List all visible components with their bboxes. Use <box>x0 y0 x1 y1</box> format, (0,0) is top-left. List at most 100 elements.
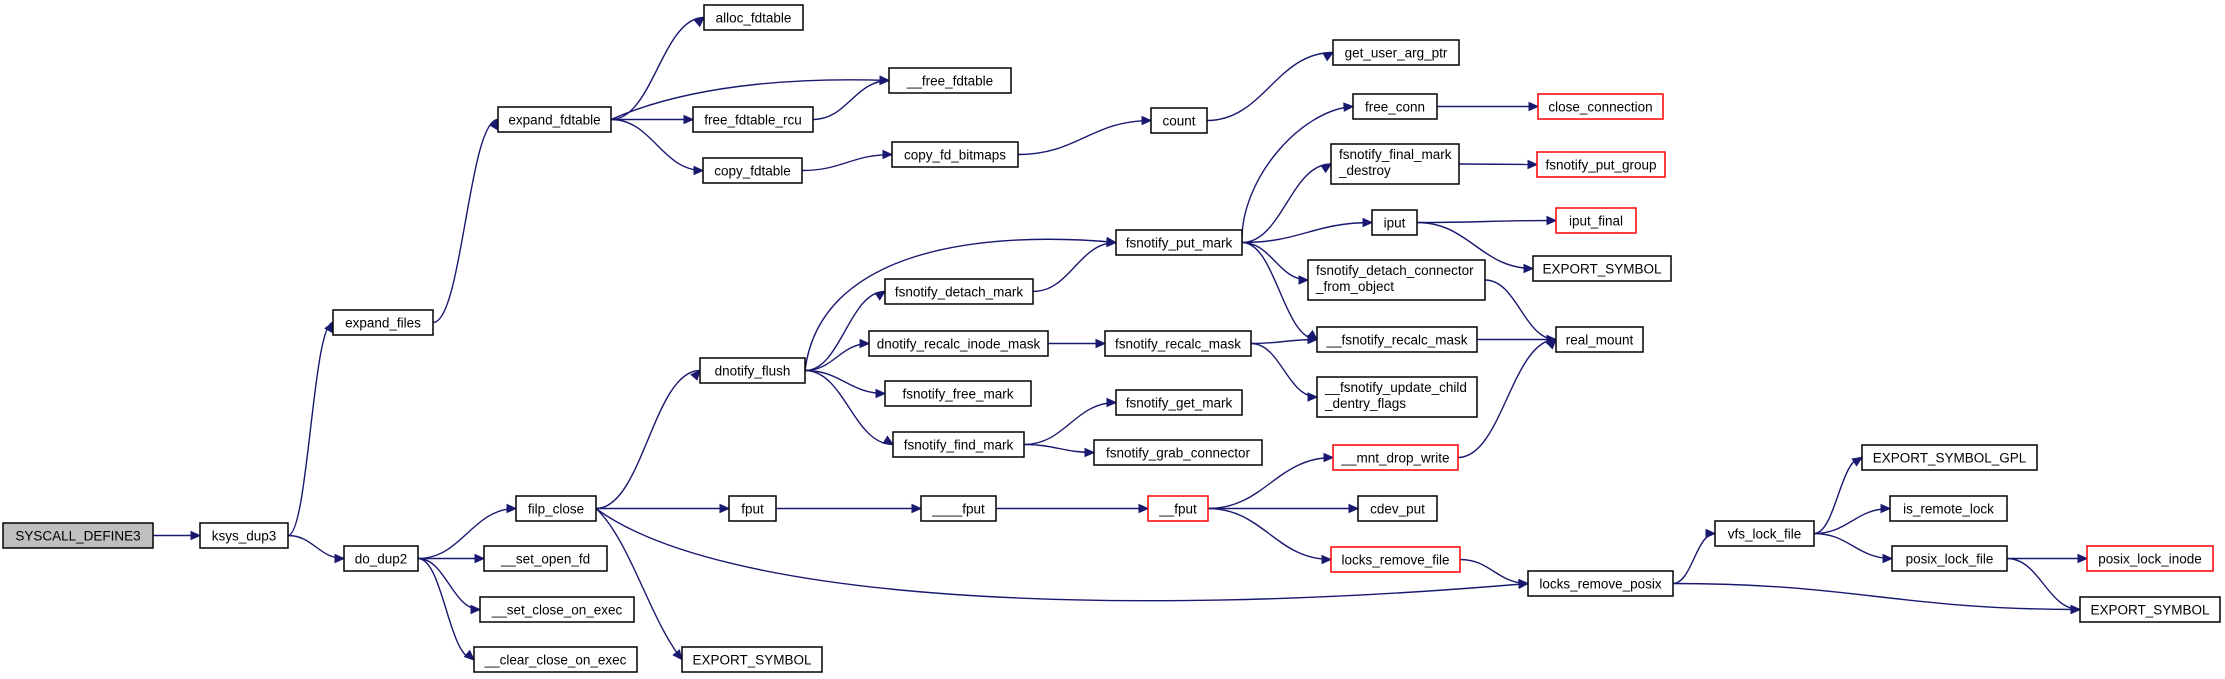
node-box[interactable] <box>1889 495 2008 522</box>
node-clear-close-on-exec[interactable]: __clear_close_on_exec <box>473 646 638 673</box>
node-iput[interactable]: iput <box>1371 209 1418 236</box>
node-locks-remove-posix[interactable]: locks_remove_posix <box>1527 570 1674 597</box>
node-box[interactable] <box>1537 93 1664 120</box>
node-box[interactable] <box>1527 570 1674 597</box>
node-posix-lock-inode[interactable]: posix_lock_inode <box>2086 545 2214 572</box>
node-box[interactable] <box>1352 93 1438 120</box>
node-box[interactable] <box>1555 326 1644 353</box>
node-box[interactable] <box>920 495 997 522</box>
node-fsnotify-detach-mark[interactable]: fsnotify_detach_mark <box>884 278 1034 305</box>
node-cdev-put[interactable]: cdev_put <box>1357 495 1438 522</box>
node-iput-final[interactable]: iput_final <box>1555 207 1637 234</box>
node-box[interactable] <box>868 330 1049 357</box>
node-fsnotify-recalc-mask[interactable]: __fsnotify_recalc_mask <box>1316 326 1478 353</box>
node-box[interactable] <box>1714 520 1815 547</box>
node-dnotify-recalc-inode-mask[interactable]: dnotify_recalc_inode_mask <box>868 330 1049 357</box>
node-posix-lock-file[interactable]: posix_lock_file <box>1891 545 2008 572</box>
node-box[interactable] <box>1316 376 1478 418</box>
node-syscall-define3[interactable]: SYSCALL_DEFINE3 <box>2 522 154 549</box>
node-box[interactable] <box>1861 444 2038 471</box>
node-box[interactable] <box>1150 107 1208 134</box>
node-box[interactable] <box>1332 39 1460 66</box>
node-is-remote-lock[interactable]: is_remote_lock <box>1889 495 2008 522</box>
node-copy-fdtable[interactable]: copy_fdtable <box>702 157 803 184</box>
node-box[interactable] <box>703 4 804 31</box>
node-fsnotify-final-mark-destroy[interactable]: fsnotify_final_mark_destroy <box>1330 143 1460 185</box>
node-box[interactable] <box>479 596 635 623</box>
node-box[interactable] <box>1147 495 1209 522</box>
node-box[interactable] <box>483 545 608 572</box>
node-free-fdtable[interactable]: __free_fdtable <box>888 67 1012 94</box>
node-box[interactable] <box>2079 596 2221 623</box>
node-box[interactable] <box>515 495 597 522</box>
node-free-fdtable-rcu[interactable]: free_fdtable_rcu <box>692 106 814 133</box>
node-do-dup2[interactable]: do_dup2 <box>343 545 419 572</box>
node-box[interactable] <box>1330 143 1460 185</box>
node-box[interactable] <box>1536 151 1666 178</box>
node-box[interactable] <box>2086 545 2214 572</box>
node-box[interactable] <box>473 646 638 673</box>
node-fput[interactable]: ____fput <box>920 495 997 522</box>
node-set-close-on-exec[interactable]: __set_close_on_exec <box>479 596 635 623</box>
node-box[interactable] <box>1555 207 1637 234</box>
node-export-symbol-2[interactable]: EXPORT_SYMBOL <box>1532 255 1672 282</box>
node-fsnotify-grab-connector[interactable]: fsnotify_grab_connector <box>1093 439 1263 466</box>
node-fsnotify-update-child-dentry-flags[interactable]: __fsnotify_update_child_dentry_flags <box>1316 376 1478 418</box>
node-expand-fdtable[interactable]: expand_fdtable <box>497 106 612 133</box>
node-copy-fd-bitmaps[interactable]: copy_fd_bitmaps <box>891 141 1019 168</box>
node-box[interactable] <box>681 646 823 673</box>
node-box[interactable] <box>891 141 1019 168</box>
node-box[interactable] <box>1307 259 1486 301</box>
node-box[interactable] <box>1316 326 1478 353</box>
node-vfs-lock-file[interactable]: vfs_lock_file <box>1714 520 1815 547</box>
node-box[interactable] <box>332 309 434 336</box>
node-box[interactable] <box>1330 546 1461 573</box>
node-box[interactable] <box>702 157 803 184</box>
node-fsnotify-detach-connector-from-object[interactable]: fsnotify_detach_connector_from_object <box>1307 259 1486 301</box>
node-expand-files[interactable]: expand_files <box>332 309 434 336</box>
node-ksys-dup3[interactable]: ksys_dup3 <box>199 522 289 549</box>
node-fsnotify-free-mark[interactable]: fsnotify_free_mark <box>884 380 1032 407</box>
node-fput[interactable]: __fput <box>1147 495 1209 522</box>
node-box[interactable] <box>1104 330 1252 357</box>
node-export-symbol-1[interactable]: EXPORT_SYMBOL <box>681 646 823 673</box>
node-box[interactable] <box>884 278 1034 305</box>
node-close-connection[interactable]: close_connection <box>1537 93 1664 120</box>
node-fput[interactable]: fput <box>728 495 777 522</box>
node-mnt-drop-write[interactable]: __mnt_drop_write <box>1332 444 1459 471</box>
node-box[interactable] <box>1093 439 1263 466</box>
node-box[interactable] <box>892 431 1025 458</box>
node-fsnotify-put-group[interactable]: fsnotify_put_group <box>1536 151 1666 178</box>
node-box[interactable] <box>884 380 1032 407</box>
node-box[interactable] <box>1357 495 1438 522</box>
node-alloc-fdtable[interactable]: alloc_fdtable <box>703 4 804 31</box>
node-box[interactable] <box>497 106 612 133</box>
node-box[interactable] <box>692 106 814 133</box>
node-box[interactable] <box>2 522 154 549</box>
node-box[interactable] <box>1115 389 1243 416</box>
node-box[interactable] <box>1332 444 1459 471</box>
node-count[interactable]: count <box>1150 107 1208 134</box>
node-fsnotify-find-mark[interactable]: fsnotify_find_mark <box>892 431 1025 458</box>
node-box[interactable] <box>1891 545 2008 572</box>
node-box[interactable] <box>199 522 289 549</box>
node-get-user-arg-ptr[interactable]: get_user_arg_ptr <box>1332 39 1460 66</box>
node-box[interactable] <box>728 495 777 522</box>
node-box[interactable] <box>1532 255 1672 282</box>
node-box[interactable] <box>699 357 806 384</box>
node-filp-close[interactable]: filp_close <box>515 495 597 522</box>
node-locks-remove-file[interactable]: locks_remove_file <box>1330 546 1461 573</box>
node-free-conn[interactable]: free_conn <box>1352 93 1438 120</box>
node-set-open-fd[interactable]: __set_open_fd <box>483 545 608 572</box>
node-fsnotify-get-mark[interactable]: fsnotify_get_mark <box>1115 389 1243 416</box>
node-box[interactable] <box>1115 229 1243 256</box>
node-dnotify-flush[interactable]: dnotify_flush <box>699 357 806 384</box>
node-box[interactable] <box>343 545 419 572</box>
node-fsnotify-put-mark[interactable]: fsnotify_put_mark <box>1115 229 1243 256</box>
node-box[interactable] <box>1371 209 1418 236</box>
node-export-symbol-3[interactable]: EXPORT_SYMBOL <box>2079 596 2221 623</box>
node-real-mount[interactable]: real_mount <box>1555 326 1644 353</box>
node-fsnotify-recalc-mask[interactable]: fsnotify_recalc_mask <box>1104 330 1252 357</box>
node-export-symbol-gpl[interactable]: EXPORT_SYMBOL_GPL <box>1861 444 2038 471</box>
node-box[interactable] <box>888 67 1012 94</box>
